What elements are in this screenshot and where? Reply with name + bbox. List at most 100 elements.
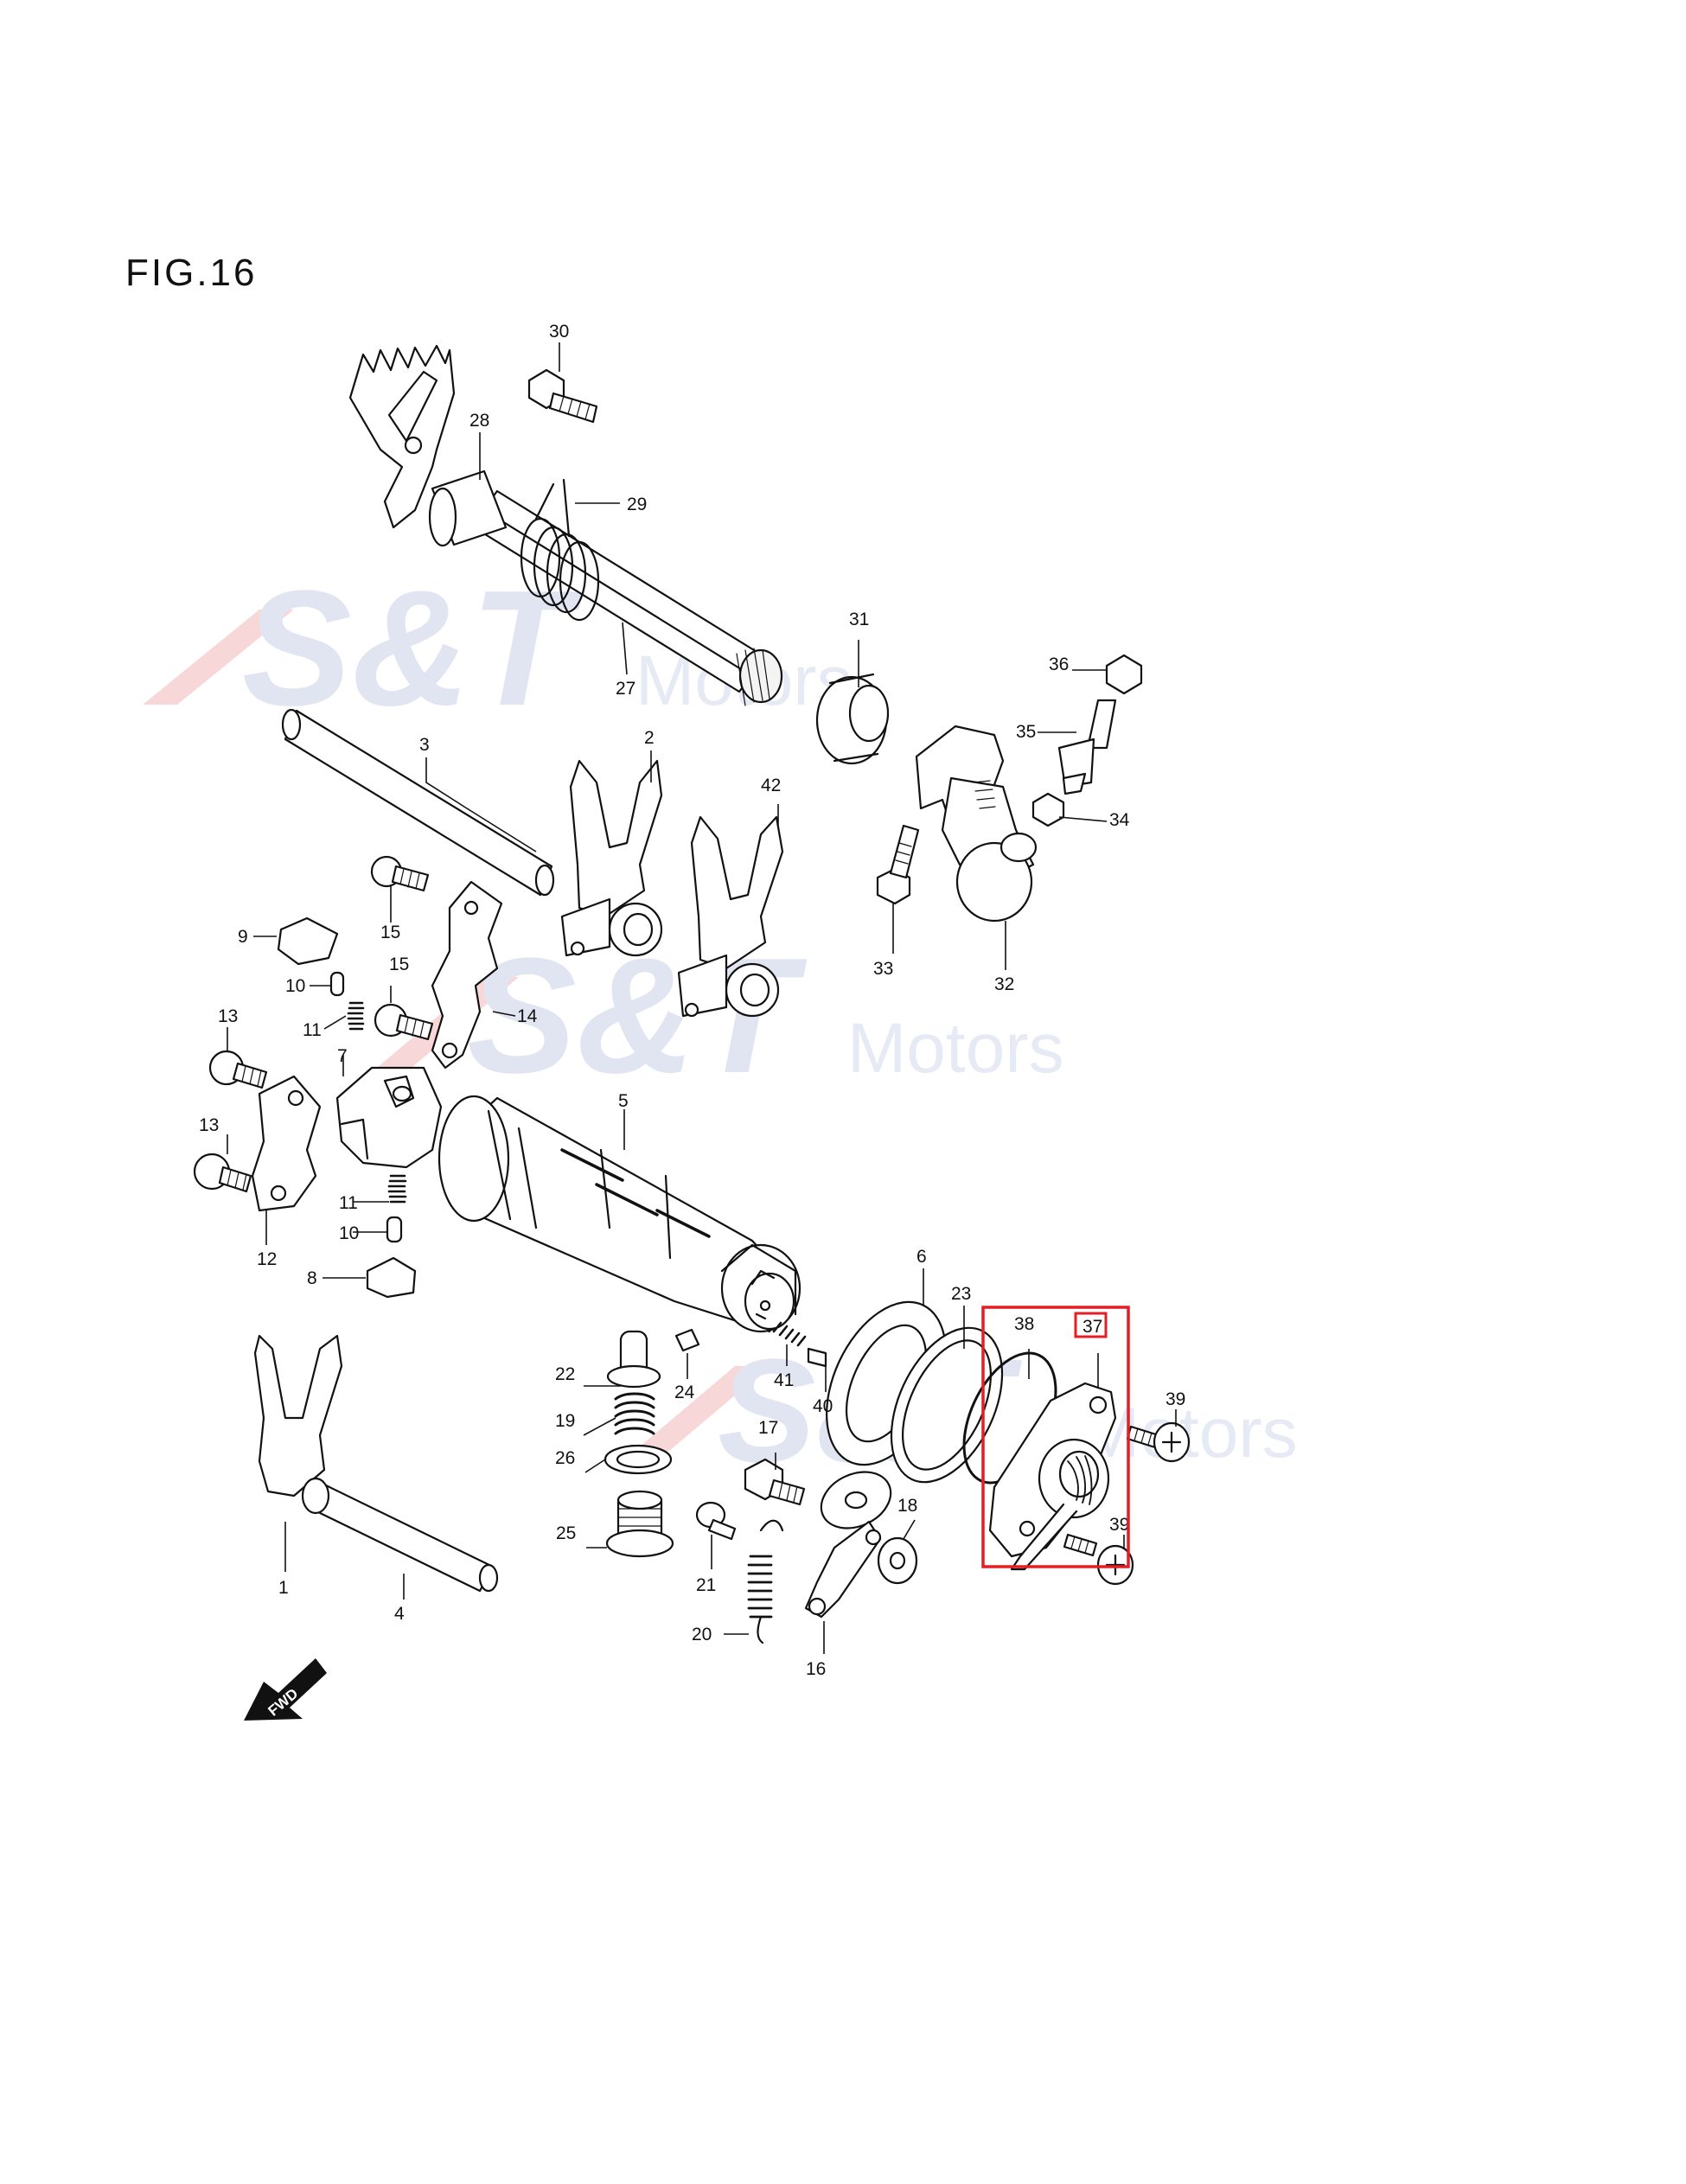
spring-41 — [774, 1323, 805, 1345]
part-label-12: 12 — [257, 1249, 277, 1269]
part-label-10a: 10 — [285, 976, 305, 996]
block-9 — [278, 918, 337, 964]
return-spring — [521, 480, 598, 620]
stopper-arm-16 — [806, 1461, 900, 1617]
highlight-box — [981, 1306, 1130, 1568]
washer-18 — [878, 1538, 916, 1583]
part-label-9: 9 — [238, 927, 248, 947]
part-label-2: 2 — [644, 728, 655, 748]
part-label-31: 31 — [849, 610, 869, 629]
fwd-arrow-icon — [244, 1658, 327, 1721]
part-label-19: 19 — [555, 1411, 575, 1431]
watermark-slash — [143, 610, 294, 705]
part-label-41: 41 — [774, 1370, 794, 1390]
part-label-40: 40 — [813, 1396, 833, 1416]
washer-26 — [605, 1446, 671, 1473]
part-label-18: 18 — [897, 1496, 917, 1516]
screw-13b — [195, 1154, 251, 1191]
shift-fork-42 — [679, 817, 782, 1016]
part-label-35: 35 — [1016, 722, 1036, 742]
shift-fork-1 — [255, 1336, 342, 1496]
gear-position-switch-37 — [990, 1383, 1115, 1569]
screw-39a — [1127, 1423, 1189, 1461]
block-8 — [367, 1258, 415, 1297]
watermark-sub-text: Motors — [847, 1009, 1064, 1088]
shaft-collar — [430, 471, 506, 546]
part-label-27: 27 — [616, 679, 635, 699]
bolt-21 — [697, 1503, 735, 1539]
part-label-38: 38 — [1014, 1314, 1034, 1334]
part-label-22: 22 — [555, 1364, 575, 1384]
part-label-39b: 39 — [1109, 1515, 1129, 1535]
part-label-10b: 10 — [339, 1223, 359, 1243]
part-label-6: 6 — [916, 1247, 927, 1267]
screw-13a — [210, 1051, 266, 1088]
part-label-29: 29 — [627, 495, 647, 514]
pin-24 — [676, 1330, 699, 1351]
highlight-frame — [981, 1306, 1130, 1568]
nut-34 — [1033, 794, 1063, 826]
part-label-15a: 15 — [380, 923, 400, 942]
shift-fork-2 — [562, 761, 661, 955]
plug-25 — [607, 1491, 673, 1556]
part-label-11b: 11 — [339, 1193, 358, 1213]
part-label-25: 25 — [556, 1523, 576, 1543]
part-label-37: 37 — [1082, 1317, 1102, 1337]
part-label-13a: 13 — [218, 1006, 238, 1026]
part-label-13b: 13 — [199, 1115, 219, 1135]
part-label-16: 16 — [806, 1659, 826, 1679]
shift-drum-5 — [439, 1096, 800, 1331]
screw-15a — [372, 857, 428, 891]
pin-10a — [331, 973, 343, 995]
part-label-7: 7 — [337, 1046, 348, 1066]
part-label-34: 34 — [1109, 810, 1130, 830]
part-label-36: 36 — [1049, 655, 1069, 674]
gasket-23 — [869, 1311, 1025, 1500]
part-label-24: 24 — [674, 1383, 695, 1402]
stopper-plate-14 — [432, 882, 501, 1068]
part-label-8: 8 — [307, 1268, 317, 1288]
fork-shaft-4 — [303, 1478, 497, 1591]
part-label-26: 26 — [555, 1448, 575, 1468]
watermark-sub-text: Motors — [1081, 1394, 1298, 1472]
watermark-slash — [623, 1366, 770, 1461]
shift-cam-7 — [337, 1068, 441, 1167]
part-label-21: 21 — [696, 1575, 716, 1595]
nut-36 — [1107, 655, 1141, 693]
part-labels: 30 28 29 27 31 36 35 34 33 32 2 3 42 15 … — [199, 322, 1185, 1679]
part-label-42: 42 — [761, 776, 781, 795]
part-label-5: 5 — [618, 1091, 629, 1111]
oil-seal — [817, 674, 888, 763]
pin-22 — [608, 1331, 660, 1387]
part-label-39a: 39 — [1166, 1389, 1185, 1409]
part-label-23: 23 — [951, 1284, 971, 1304]
part-label-4: 4 — [394, 1604, 405, 1624]
spring-19 — [616, 1394, 654, 1434]
part-label-33: 33 — [873, 959, 893, 979]
part-label-28: 28 — [469, 411, 489, 431]
bolt-33 — [878, 826, 918, 904]
fork-shaft-3 — [283, 710, 553, 895]
screw-15b — [375, 1005, 432, 1039]
part-label-14: 14 — [517, 1006, 538, 1026]
part-label-30: 30 — [549, 322, 569, 342]
spring-20 — [749, 1521, 782, 1643]
watermark-middle: S&T Motors — [372, 924, 1064, 1108]
part-label-32: 32 — [994, 974, 1014, 994]
part-label-20: 20 — [692, 1625, 712, 1644]
bolt-30 — [529, 370, 597, 422]
screw-39b — [1064, 1535, 1133, 1584]
figure-title: FIG.16 — [125, 252, 258, 294]
spring-11a — [348, 1003, 363, 1029]
highlight-label-frame — [1074, 1312, 1108, 1338]
shift-pedal-arm — [350, 346, 454, 527]
fwd-direction-arrow: FWD — [244, 1658, 327, 1721]
shift-arm-32 — [916, 726, 1036, 921]
part-label-15b: 15 — [389, 955, 409, 974]
stud-35 — [1059, 700, 1115, 794]
part-label-3: 3 — [419, 735, 430, 755]
spring-11b — [389, 1176, 406, 1202]
bolt-17 — [745, 1459, 804, 1504]
